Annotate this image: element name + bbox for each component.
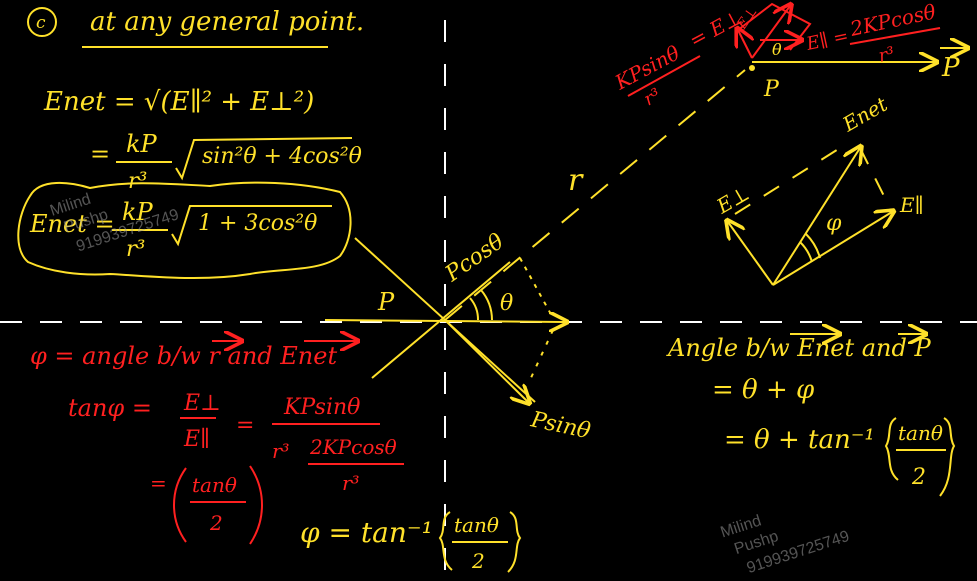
triangle-dashed-top bbox=[734, 147, 841, 215]
phi-result-num: tanθ bbox=[454, 513, 499, 537]
enet-result-box bbox=[17, 181, 352, 280]
psin-label: Psinθ bbox=[528, 407, 593, 444]
angle-answer-line3: = θ + tan⁻¹ bbox=[724, 425, 875, 455]
r-direction-dashed bbox=[444, 69, 746, 321]
enet-line2-root bbox=[175, 137, 353, 181]
angle-brace-right bbox=[939, 417, 956, 497]
psin-vector bbox=[444, 319, 528, 402]
eperp-red-arrow bbox=[738, 30, 752, 59]
enet-result-root bbox=[171, 205, 332, 247]
point-p-label: P bbox=[763, 77, 780, 102]
heading-circle bbox=[27, 7, 57, 37]
tanphi-frac2-num: KPsinθ bbox=[283, 395, 360, 420]
r-label: r bbox=[568, 163, 584, 198]
point-theta-label: θ bbox=[772, 40, 782, 59]
tanphi-frac2-den-b: 2KPcosθ bbox=[309, 435, 397, 459]
tanphi-frac1-num: E⊥ bbox=[183, 391, 221, 416]
enet-result-den: r³ bbox=[126, 237, 145, 262]
enet-formula-line1: Enet = √(E∥² + E⊥²) bbox=[43, 87, 314, 117]
epar-bar bbox=[849, 27, 941, 45]
tanphi-lhs: tanφ = bbox=[68, 394, 152, 422]
dipole-theta-label: θ bbox=[500, 291, 513, 316]
epar-den: r³ bbox=[877, 43, 897, 67]
enet-result-root-content: 1 + 3cos²θ bbox=[198, 211, 317, 236]
red-component-box bbox=[737, 2, 812, 51]
kpsin-num: KPsinθ bbox=[610, 41, 683, 95]
heading-circle-letter: c bbox=[36, 13, 46, 33]
phi-definition: φ = angle b/w r and Enet bbox=[30, 342, 337, 370]
tanphi-paren-left bbox=[173, 467, 187, 543]
tanphi-paren-den: 2 bbox=[209, 511, 223, 535]
eperp-triangle-vector bbox=[728, 222, 774, 286]
epar-triangle-vector bbox=[772, 212, 892, 286]
theta-arc-outer bbox=[480, 289, 493, 321]
tanphi-frac1-den: E∥ bbox=[183, 427, 210, 452]
angle-answer-line2: = θ + φ bbox=[712, 375, 815, 405]
point-p-dot bbox=[749, 65, 755, 71]
phi-result-lhs: φ = tan⁻¹ bbox=[300, 516, 433, 549]
p-label: P bbox=[377, 288, 395, 316]
triangle-eperp-label: E⊥ bbox=[712, 181, 754, 219]
enet-result-num: kP bbox=[122, 198, 154, 226]
phi-arc bbox=[799, 241, 813, 263]
phi-result-den: 2 bbox=[471, 549, 485, 573]
tanphi-frac2-den-c: r³ bbox=[342, 471, 360, 495]
watermark-left: Milind Pushp 919939725749 bbox=[48, 191, 181, 256]
epar-num: 2KPcosθ bbox=[847, 0, 938, 41]
enet-line2-num: kP bbox=[126, 130, 158, 158]
triangle-enet-label: Enet bbox=[838, 91, 893, 136]
kpsin-den: r³ bbox=[640, 84, 664, 110]
pcos-label: Pcosθ bbox=[440, 229, 508, 287]
tanphi-paren-right bbox=[249, 465, 263, 545]
enet-line2-den: r³ bbox=[128, 169, 147, 194]
epar-label: E∥ = bbox=[804, 26, 851, 56]
triangle-phi-label: φ bbox=[826, 211, 842, 236]
tanphi-paren-eq: = bbox=[150, 471, 167, 495]
tanphi-paren-num: tanθ bbox=[192, 473, 237, 497]
angle-answer-num: tanθ bbox=[898, 421, 943, 445]
kpsin-bar bbox=[627, 55, 701, 97]
p-vector-horizontal bbox=[324, 320, 565, 322]
watermark-right: Milind Pushp 919939725749 bbox=[718, 512, 851, 577]
p-vector-label: P bbox=[941, 53, 960, 83]
enet-red-arrow bbox=[751, 6, 790, 59]
angle-answer-line1: Angle b/w Enet and P bbox=[666, 334, 931, 362]
enet-eq-sign: = bbox=[90, 140, 110, 168]
enet-line2-root-content: sin²θ + 4cos²θ bbox=[202, 144, 362, 169]
triangle-epar-label: E∥ bbox=[899, 193, 924, 217]
phi-arc-2 bbox=[805, 233, 821, 259]
enet-triangle-vector bbox=[772, 148, 860, 286]
phi-result-brace-right bbox=[507, 511, 522, 573]
heading-text: at any general point. bbox=[90, 7, 364, 37]
theta-arc-inner bbox=[469, 297, 480, 321]
angle-brace-left bbox=[884, 417, 899, 481]
pcos-projection bbox=[519, 257, 554, 319]
enet-result-lhs: Enet = bbox=[29, 210, 115, 238]
triangle-dashed-right bbox=[859, 147, 889, 205]
kpsin-eq: = E⊥ bbox=[685, 5, 746, 53]
psin-projection bbox=[529, 329, 554, 381]
phi-result-brace-left bbox=[438, 511, 453, 571]
tanphi-frac2-den-a: r³ bbox=[272, 439, 290, 463]
angle-answer-den: 2 bbox=[911, 465, 926, 490]
tanphi-eq: = bbox=[236, 413, 254, 438]
